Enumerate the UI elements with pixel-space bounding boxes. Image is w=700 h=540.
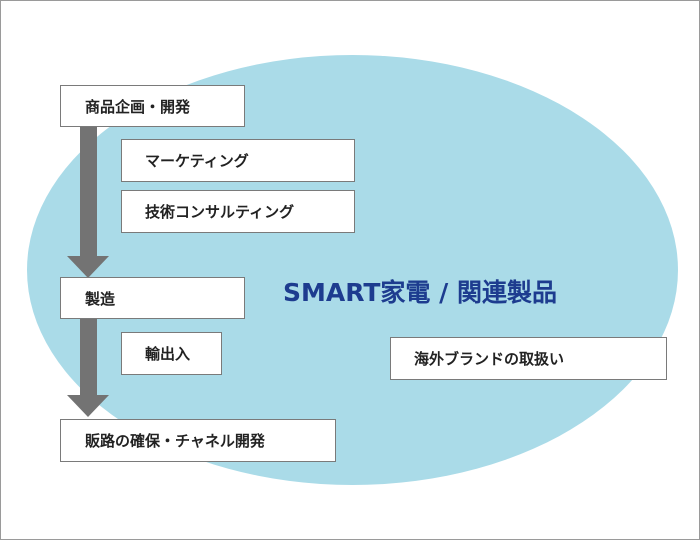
step-sales-channel-box: 販路の確保・チャネル開発 [60, 419, 336, 462]
step-import-export-box: 輸出入 [121, 332, 222, 375]
step-sales-channel-label: 販路の確保・チャネル開発 [85, 432, 265, 450]
overseas-brands-label: 海外ブランドの取扱い [414, 350, 565, 368]
step-import-export-label: 輸出入 [145, 345, 191, 363]
center-title-text: SMART家電 / 関連製品 [283, 278, 557, 307]
step-tech-consulting-box: 技術コンサルティング [121, 190, 355, 233]
flow-arrow-head-upper [67, 256, 109, 278]
overseas-brands-box: 海外ブランドの取扱い [390, 337, 667, 380]
step-marketing-box: マーケティング [121, 139, 355, 182]
flow-arrow-shaft-upper [80, 127, 97, 259]
step-manufacturing-box: 製造 [60, 277, 245, 319]
center-title: SMART家電 / 関連製品 [283, 271, 623, 311]
flow-arrow-head-lower [67, 395, 109, 417]
step-planning-label: 商品企画・開発 [85, 97, 191, 116]
flow-arrow-shaft-lower [80, 319, 97, 397]
step-tech-consulting-label: 技術コンサルティング [145, 203, 295, 221]
step-marketing-label: マーケティング [145, 152, 249, 170]
step-manufacturing-label: 製造 [85, 289, 116, 308]
step-planning-box: 商品企画・開発 [60, 85, 245, 127]
